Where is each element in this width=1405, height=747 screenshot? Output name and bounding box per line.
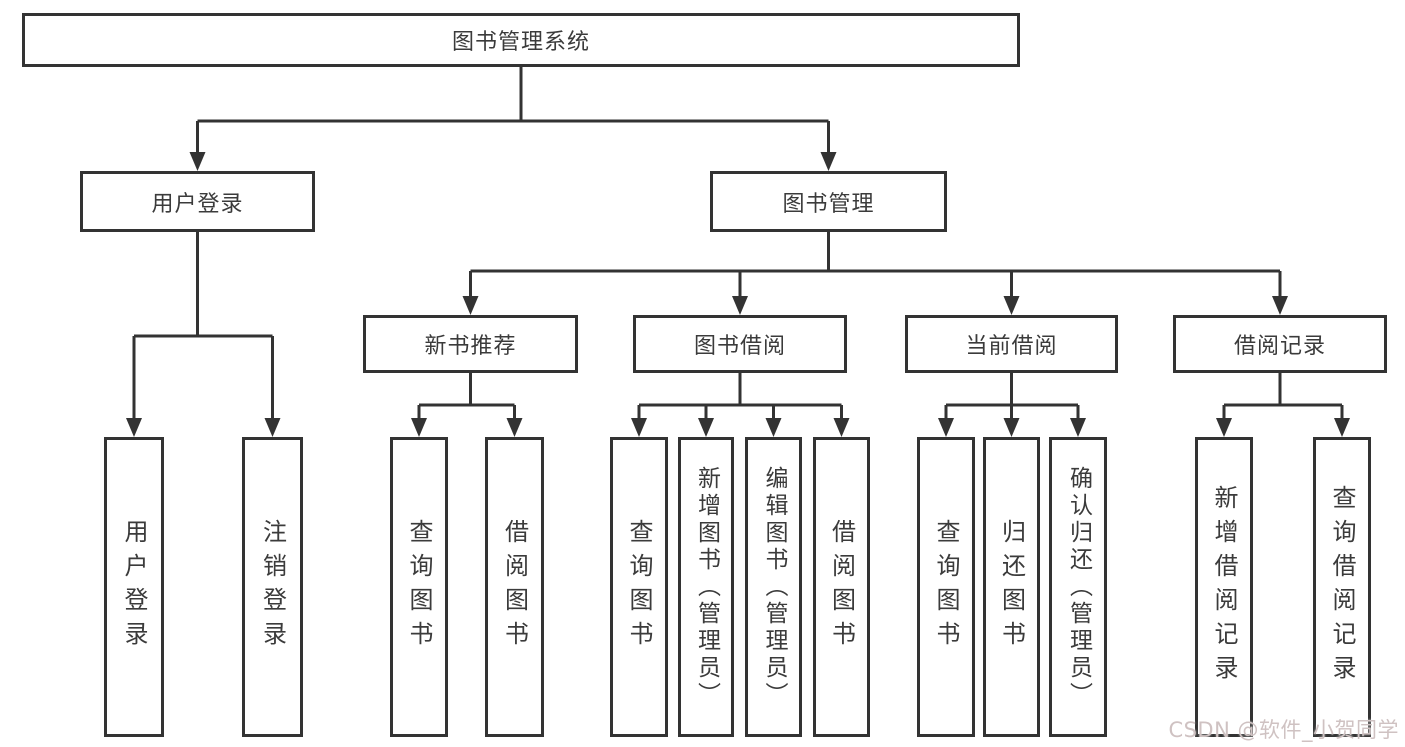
arrowhead xyxy=(1334,418,1350,437)
arrowhead xyxy=(462,296,479,315)
connector-current-borrow xyxy=(938,373,1086,437)
node-book-mgmt: 图书管理 xyxy=(710,171,947,232)
node-leaf-borrow-book-2: 借阅图书 xyxy=(813,437,870,737)
arrowhead xyxy=(1070,418,1086,437)
node-current-borrow: 当前借阅 xyxy=(905,315,1118,373)
node-leaf-query-book-3: 查询图书 xyxy=(917,437,975,737)
arrowhead xyxy=(833,418,850,437)
watermark: CSDN @软件_小贺同学 xyxy=(1168,718,1399,742)
node-new-book-rec: 新书推荐 xyxy=(363,315,578,373)
connector-book-mgmt xyxy=(462,232,1288,315)
node-leaf-confirm-return: 确认归还（管理员） xyxy=(1049,437,1107,737)
arrowhead xyxy=(732,296,748,315)
arrowhead xyxy=(189,152,206,171)
node-leaf-user-login: 用户登录 xyxy=(104,437,164,737)
connector-borrow-records xyxy=(1216,373,1350,437)
node-leaf-add-book: 新增图书（管理员） xyxy=(678,437,734,737)
node-leaf-query-borrow-record: 查询借阅记录 xyxy=(1313,437,1371,737)
arrowhead xyxy=(1003,296,1020,315)
connector-new-book-rec xyxy=(411,373,523,437)
node-borrow-records: 借阅记录 xyxy=(1173,315,1387,373)
node-root: 图书管理系统 xyxy=(22,13,1020,67)
arrowhead xyxy=(264,418,281,437)
node-leaf-edit-book: 编辑图书（管理员） xyxy=(745,437,802,737)
node-leaf-borrow-book-1: 借阅图书 xyxy=(485,437,544,737)
arrowhead xyxy=(631,418,647,437)
node-leaf-query-book-1: 查询图书 xyxy=(390,437,448,737)
node-leaf-logout: 注销登录 xyxy=(242,437,303,737)
arrowhead xyxy=(411,418,427,437)
node-user-login: 用户登录 xyxy=(80,171,315,232)
arrowhead xyxy=(820,152,837,171)
arrowhead xyxy=(506,418,523,437)
arrowhead xyxy=(1216,418,1232,437)
connector-book-borrow xyxy=(631,373,850,437)
connector-root xyxy=(189,67,837,171)
arrowhead xyxy=(765,418,782,437)
node-leaf-add-borrow-record: 新增借阅记录 xyxy=(1195,437,1253,737)
arrowhead xyxy=(1003,418,1020,437)
node-leaf-return-book: 归还图书 xyxy=(983,437,1040,737)
arrowhead xyxy=(698,418,714,437)
arrowhead xyxy=(938,418,954,437)
arrowhead xyxy=(1272,296,1288,315)
arrowhead xyxy=(126,418,142,437)
connector-user-login xyxy=(126,232,281,437)
node-book-borrow: 图书借阅 xyxy=(633,315,847,373)
node-leaf-query-book-2: 查询图书 xyxy=(610,437,668,737)
